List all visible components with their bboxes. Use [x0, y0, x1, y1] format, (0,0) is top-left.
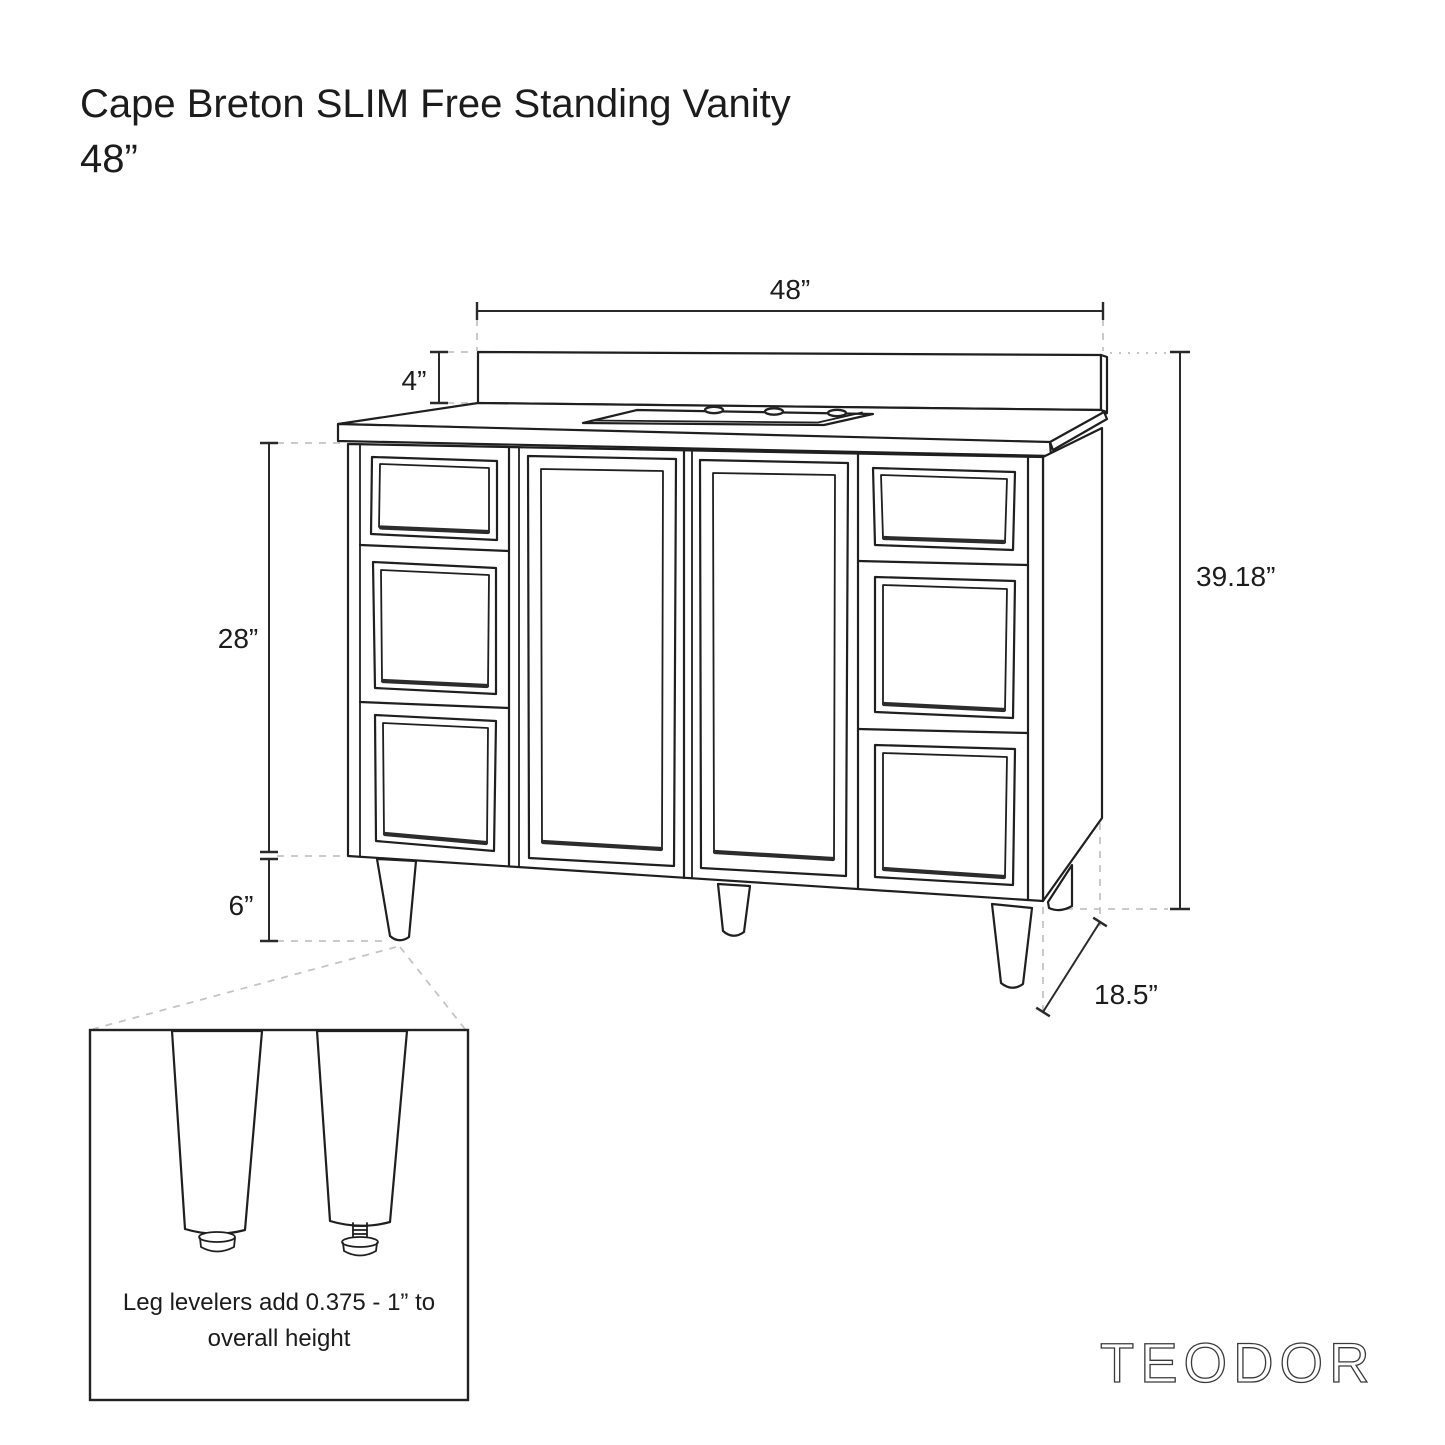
brand-logo: TEODOR — [1100, 1331, 1376, 1394]
callout-line-left — [92, 946, 397, 1030]
door-right — [698, 458, 850, 878]
inset-note-line2: overall height — [208, 1325, 351, 1352]
countertop — [336, 401, 1109, 458]
drawer-panel-shadow — [881, 866, 1007, 880]
door-panel-shadow — [540, 839, 664, 852]
drawer-panel-shadow — [382, 831, 489, 846]
leveler-screw-icon — [352, 1222, 368, 1239]
leveler-pad — [342, 1242, 378, 1257]
drawer-panel-shadow — [881, 701, 1007, 713]
dim-label-overall-height: 39.18” — [1196, 561, 1275, 592]
doors — [526, 454, 850, 878]
inset-box — [88, 1028, 470, 1402]
door-panel-shadow — [712, 849, 836, 862]
callout-line-right — [399, 946, 466, 1030]
drawer-front — [873, 575, 1017, 720]
dim-line — [1042, 921, 1101, 1013]
leg-front-right — [990, 902, 1034, 989]
dim-leg-height: 6” — [229, 857, 278, 943]
page-subtitle-size: 48” — [80, 137, 138, 181]
leveler-rim — [341, 1236, 379, 1248]
legs — [375, 857, 1074, 989]
faucet-hole-icon — [763, 407, 785, 416]
dim-overall-width: 48” — [475, 274, 1105, 320]
leveler-rim — [198, 1231, 236, 1243]
drawer-panel-shadow — [378, 525, 491, 535]
leg-rear-right — [1046, 863, 1074, 912]
face-frame-rails — [358, 543, 1030, 735]
page-title: Cape Breton SLIM Free Standing Vanity — [80, 82, 791, 126]
dim-depth: 18.5” — [1035, 916, 1158, 1018]
cabinet-front — [346, 442, 1045, 903]
dim-cabinet-height: 28” — [218, 441, 278, 854]
backsplash-front-face — [476, 350, 1103, 412]
leveler-pad — [199, 1237, 236, 1253]
sink-rim-line — [591, 411, 863, 424]
dim-label-depth: 18.5” — [1094, 979, 1158, 1010]
door-left — [526, 454, 678, 868]
face-frame-stiles — [359, 443, 1030, 902]
leg-front-middle — [716, 882, 752, 937]
inset-leg-retracted — [170, 1029, 264, 1253]
drawer-front — [369, 455, 499, 542]
dim-label-cabinet-height: 28” — [218, 623, 258, 654]
sink-cutout — [581, 408, 875, 427]
dim-label-overall-width: 48” — [770, 274, 810, 305]
extension-lines — [92, 319, 1168, 1030]
leg-front-left — [375, 857, 418, 942]
drawer-panel-shadow — [881, 535, 1007, 545]
title-block: Cape Breton SLIM Free Standing Vanity 48… — [80, 82, 791, 181]
right-drawer-stack — [871, 466, 1017, 887]
backsplash-side-face — [1099, 353, 1109, 414]
inset-leg-extended — [315, 1029, 409, 1257]
vanity-drawing — [336, 350, 1109, 989]
drawer-front — [371, 560, 498, 696]
cabinet-side-panel — [1041, 426, 1104, 903]
inset-note-line1: Leg levelers add 0.375 - 1” to — [123, 1289, 435, 1316]
countertop-side-face — [1048, 410, 1109, 452]
drawer-front — [871, 466, 1017, 552]
drawer-panel-shadow — [380, 678, 490, 689]
backsplash — [476, 350, 1109, 414]
faucet-holes — [703, 405, 848, 418]
dim-label-leg-height: 6” — [229, 890, 254, 921]
faucet-hole-icon — [826, 408, 848, 418]
dim-overall-height: 39.18” — [1170, 350, 1275, 911]
leg-leveler-inset: Leg levelers add 0.375 - 1” to overall h… — [88, 1028, 470, 1402]
drawer-front — [873, 743, 1017, 887]
cabinet-front-face — [346, 442, 1045, 903]
dim-tick — [1035, 1006, 1051, 1018]
dim-backsplash-height: 4” — [402, 350, 448, 405]
rail-line — [856, 727, 1030, 735]
left-drawer-stack — [369, 455, 499, 853]
dim-label-backsplash: 4” — [402, 365, 427, 396]
drawer-front — [373, 713, 498, 853]
dimension-lines: 48” 4” 28” 6” 39.18” — [218, 274, 1275, 1018]
rail-line — [856, 559, 1030, 567]
rail-line — [358, 700, 511, 710]
faucet-hole-icon — [703, 405, 725, 415]
dim-tick — [1092, 916, 1108, 928]
rail-line — [358, 543, 511, 553]
